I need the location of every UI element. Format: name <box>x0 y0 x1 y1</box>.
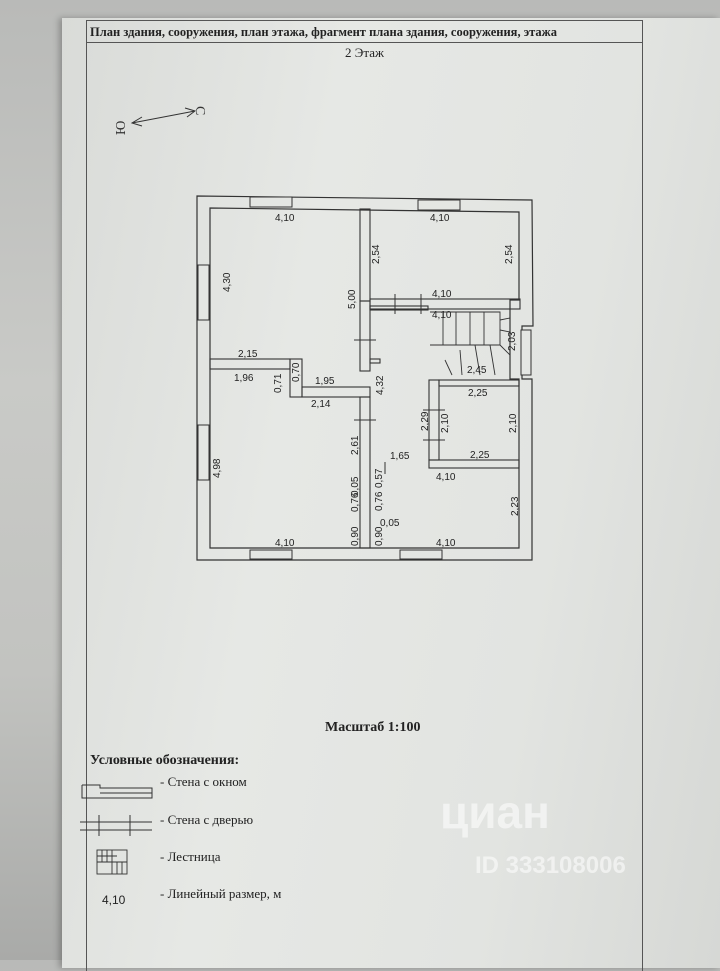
dim-label: 2,10 <box>508 413 519 433</box>
dim-label: 1,96 <box>234 373 254 384</box>
dim-label: 2,15 <box>238 349 258 360</box>
dim-label: 2,25 <box>470 450 490 461</box>
dim-label: 2,54 <box>504 244 515 264</box>
dim-label: 0,71 <box>273 373 284 393</box>
dimension-labels: 4,10 4,10 2,54 2,54 4,30 5,00 4,10 4,10 … <box>212 213 521 549</box>
dim-label: 4,10 <box>432 289 452 300</box>
dim-label: 0,70 <box>291 362 302 382</box>
dim-label: 5,00 <box>347 289 358 309</box>
dim-label: 0,90 <box>350 526 361 546</box>
legend-dim-sample: 4,10 <box>102 893 126 907</box>
legend-stairs-label: - Лестница <box>160 849 221 864</box>
dim-label: 2,10 <box>440 413 451 433</box>
dim-label: 0,90 <box>374 526 385 546</box>
dim-label: 4,30 <box>222 272 233 292</box>
legend-window-symbol-icon <box>81 784 153 799</box>
watermark-logo: циан <box>440 786 550 838</box>
window-marks <box>197 196 532 560</box>
dim-label: 1,65 <box>390 451 410 462</box>
legend-door-label: - Стена с дверью <box>160 812 254 827</box>
dim-label: 0,76 <box>374 491 385 511</box>
floor-label: 2 Этаж <box>345 45 384 60</box>
dim-label: 2,25 <box>468 388 488 399</box>
dim-label: 4,10 <box>275 538 295 549</box>
dim-label: 4,32 <box>375 375 386 395</box>
dim-label: 2,14 <box>311 399 331 410</box>
legend-door-symbol-icon <box>80 815 152 836</box>
dim-label: 0,05 <box>380 518 400 529</box>
dim-label: 4,10 <box>432 310 452 321</box>
dim-label: 0,57 <box>374 468 385 488</box>
dim-label: 2,29 <box>420 411 431 431</box>
dim-label: 0,05 <box>350 476 361 496</box>
dim-label: 4,10 <box>436 538 456 549</box>
door-marks <box>354 294 445 474</box>
legend-title: Условные обозначения: <box>90 753 240 768</box>
legend-window-label: - Стена с окном <box>160 774 247 789</box>
interior-walls <box>209 208 521 549</box>
dim-label: 0,76 <box>350 492 361 512</box>
dim-label: 4,98 <box>212 458 223 478</box>
compass-south: С <box>192 106 207 115</box>
dim-label: 2,23 <box>510 496 521 516</box>
dim-label: 2,54 <box>371 244 382 264</box>
stairs-icon <box>430 311 511 376</box>
legend-stairs-symbol-icon <box>96 849 128 875</box>
paper-sheet <box>62 18 720 968</box>
compass-north: Ю <box>114 121 129 135</box>
dim-label: 4,10 <box>436 472 456 483</box>
compass-icon <box>130 107 197 127</box>
document-title: План здания, сооружения, план этажа, фра… <box>87 21 642 43</box>
dim-label: 4,10 <box>275 213 295 224</box>
document-frame: План здания, сооружения, план этажа, фра… <box>86 20 643 971</box>
dim-label: 2,61 <box>350 435 361 455</box>
dim-label: 2,45 <box>467 365 487 376</box>
legend-dim-label: - Линейный размер, м <box>160 886 282 901</box>
dim-label: 1,95 <box>315 376 335 387</box>
watermark-id: ID 333108006 <box>475 852 626 879</box>
scale-label: Масштаб 1:100 <box>325 720 421 735</box>
dim-label: 4,10 <box>430 213 450 224</box>
dim-label: 2,03 <box>507 331 518 351</box>
